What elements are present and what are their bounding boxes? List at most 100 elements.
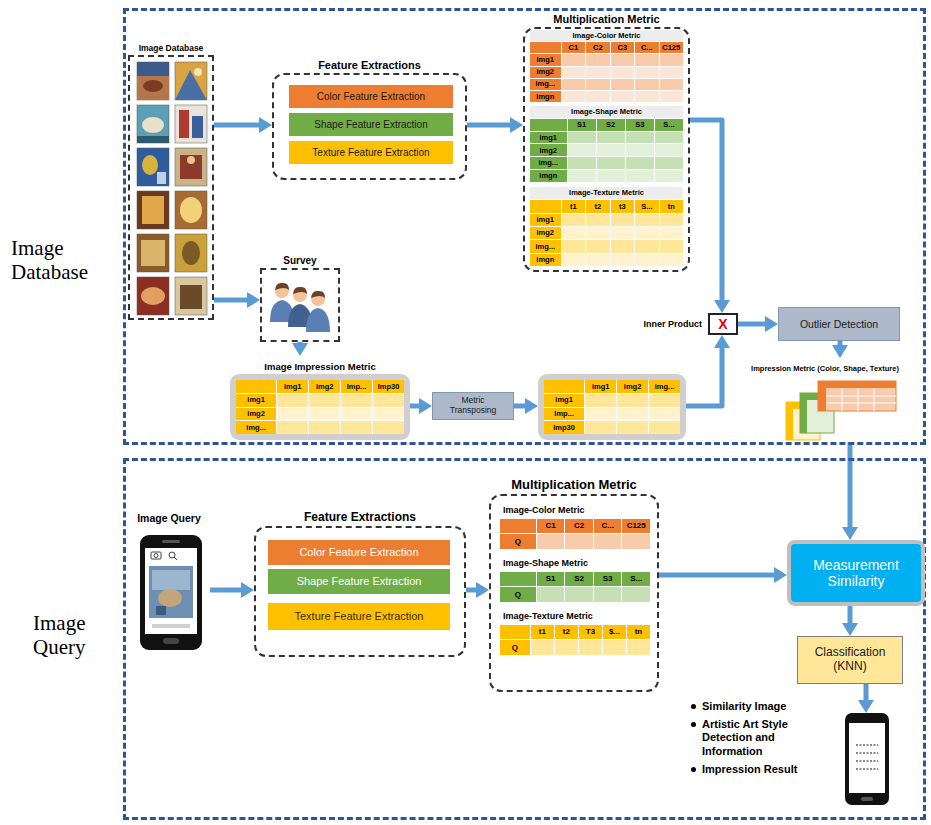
cell-text: img1 (544, 396, 584, 404)
result-phone-icon (845, 713, 889, 805)
table-area: Image-Color MetricC1C2C3C...C125img1img2… (530, 30, 683, 102)
process-box: Texture Feature Extraction (289, 141, 453, 164)
operator-symbol: X (718, 317, 727, 331)
table-cell (597, 170, 625, 182)
table-cell (660, 214, 684, 226)
cell-text: img1 (585, 383, 616, 391)
table-text-cell: Imp30 (544, 421, 584, 434)
process-box: Outlier Detection (778, 307, 900, 341)
table-cell (655, 132, 683, 144)
box-text: Outlier Detection (784, 318, 894, 330)
person-hair (311, 291, 325, 298)
matrix-table: Image-Color MetricC1C2C...C125Q (500, 503, 650, 549)
table-text-cell: S... (622, 572, 650, 587)
cell-text: t1 (531, 628, 554, 636)
arrow-line (738, 322, 766, 327)
cell-text: Imp30 (373, 383, 404, 391)
table-text-cell: T3 (579, 625, 602, 640)
cell-text: Image-Texture Metric (500, 612, 650, 621)
table-text-cell: img1 (530, 132, 567, 144)
matrix-table: Image-Shape MetricS1S2S3S...img1img2img.… (530, 106, 683, 182)
phone-speaker (162, 540, 180, 543)
cell-text: img1 (277, 383, 308, 391)
thumbnail-part (142, 155, 158, 175)
box-text: Color Feature Extraction (273, 546, 445, 559)
flow-arrow (842, 606, 858, 636)
cell-text: C... (594, 522, 622, 530)
query-phone-icon (140, 535, 202, 650)
table-text-cell: t3 (611, 200, 635, 212)
table-cell (611, 240, 635, 252)
cell-text: C... (635, 44, 658, 52)
table-text-cell: t1 (531, 625, 554, 640)
arrow-head (525, 398, 538, 414)
table-cell (277, 394, 308, 407)
bullet-text: Impression Result (702, 763, 797, 776)
table-cell (611, 91, 635, 102)
table-text-cell: t2 (586, 200, 609, 212)
box-text: Shape Feature Extraction (273, 575, 445, 588)
table-text-cell: Image-Texture Metric (500, 609, 650, 624)
cell-text: t1 (562, 203, 586, 211)
table-cell (562, 67, 586, 78)
table-area: Image-Texture Metrict1t2t3S...tnimg1img2… (530, 187, 683, 266)
camera-lens (154, 554, 158, 558)
thumbnail-part (142, 117, 164, 133)
table-text-cell: Imp30 (373, 380, 404, 393)
cell-text: S1 (568, 121, 596, 129)
bullet-item: Artistic Art Style Detection and Informa… (691, 718, 803, 758)
process-box: Shape Feature Extraction (289, 113, 453, 136)
dashed-frame (128, 55, 214, 320)
table-text-cell: img2 (236, 408, 276, 421)
table-cell (568, 157, 596, 169)
query-painting-part (152, 570, 190, 590)
matrix-sheet (818, 381, 896, 411)
cell-text: Q (500, 538, 536, 546)
table-cell (617, 421, 648, 434)
table-cell (660, 227, 684, 239)
table-text-cell: S2 (597, 119, 625, 131)
table-text-cell: imgn (530, 170, 567, 182)
cell-text: T3 (579, 628, 602, 636)
arrow-head (259, 117, 272, 133)
phone-screen (145, 548, 197, 634)
group-box: Image Database (128, 38, 214, 320)
group-box: Feature ExtractionsColor Feature Extract… (254, 500, 466, 657)
arrow-head (241, 582, 254, 598)
group-box: Survey (260, 250, 340, 342)
process-box: Measurement Similarity (787, 540, 925, 606)
table-cell (565, 587, 593, 602)
table-text-cell: img1 (544, 394, 584, 407)
thumbnail-part (182, 241, 200, 265)
cell-text: img... (530, 243, 561, 251)
table-cell (649, 408, 680, 421)
cell-text: img2 (309, 383, 340, 391)
table-text-cell: C125 (660, 42, 684, 53)
result-phone: Similarity ImageArtistic Art Style Detec… (843, 713, 891, 805)
table-cell (530, 42, 561, 53)
group-heading: Multiplication Metric (553, 13, 659, 27)
table-cell (530, 119, 567, 131)
heading-holder: Image Database (128, 38, 214, 55)
table-cell (626, 144, 654, 156)
cell-text: Image-Color Metric (530, 32, 683, 40)
cell-text: S3 (594, 575, 622, 583)
thumbnail (175, 62, 207, 100)
flow-arrow (466, 582, 489, 598)
process-box: Texture Feature Extraction (268, 603, 450, 630)
table-cell (635, 67, 658, 78)
flow-arrow (214, 292, 260, 308)
table-text-cell: t1 (562, 200, 586, 212)
table-area: Image-Color MetricC1C2C...C125Q (500, 503, 650, 549)
arrow-head (476, 582, 489, 598)
box-text: Shape Feature Extraction (294, 119, 448, 131)
arrow-head (832, 345, 848, 358)
bullet-item: Impression Result (691, 763, 803, 776)
table-text-cell: imgn (530, 91, 561, 102)
matrix-grid: Image-Shape MetricS1S2S3S...Q (500, 556, 650, 602)
side-label-holder: Image Database (11, 236, 116, 284)
thumbnail (137, 234, 169, 272)
bullet-item: Similarity Image (691, 700, 803, 713)
phone-screen (849, 723, 885, 793)
thumbnail-part (180, 285, 202, 309)
